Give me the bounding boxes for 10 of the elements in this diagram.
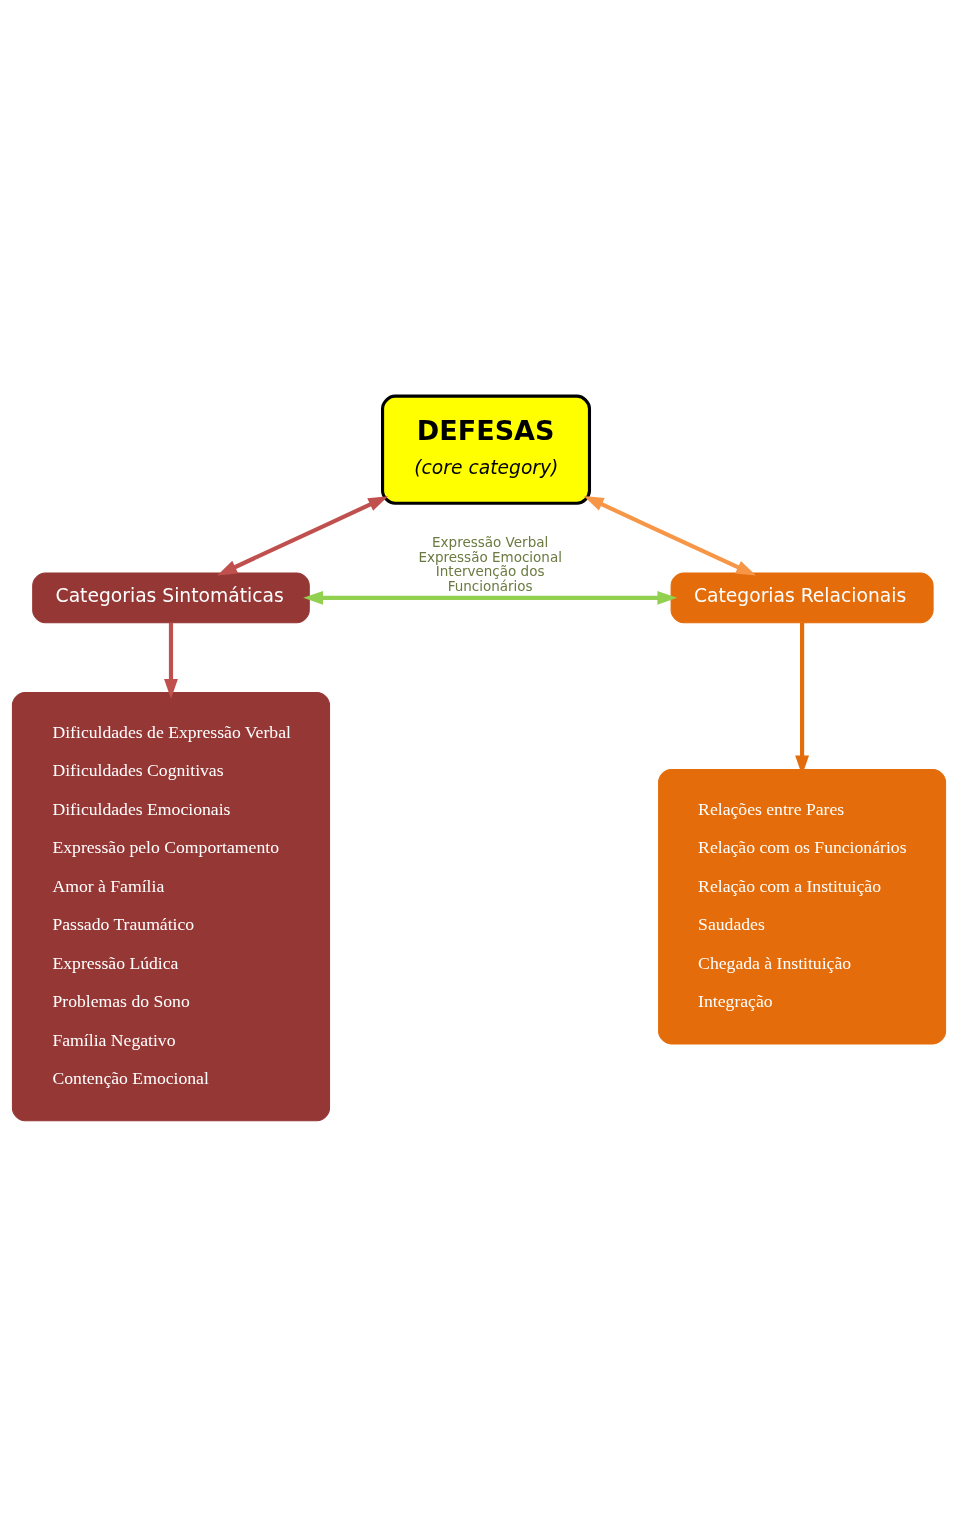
node-box: DEFESAS (core category)	[381, 394, 592, 505]
edge-label: Expressão Verbal Expressão Emocional Intervenção dos Funcionários	[418, 534, 562, 594]
node-box: Dificuldades de Expressão Verbal Dificuldades Cognitivas Dificuldades Emocionais Expressão pelo Comportamento Amor à Família Passado Traumático Expressão Lúdica Problemas do Sono Família Negativo Contenção Emocional	[11, 691, 331, 1122]
arrow	[217, 496, 389, 576]
arrow	[303, 590, 678, 605]
node-box: Categorias Sintomáticas	[32, 572, 310, 624]
node-box: Relações entre Pares Relação com os Funcionários Relação com a Instituição Saudades Chegada à Instituição Integração	[658, 768, 947, 1045]
arrow	[583, 495, 756, 576]
arrow	[164, 622, 178, 699]
node-box: Categorias Relacionais	[670, 572, 934, 624]
